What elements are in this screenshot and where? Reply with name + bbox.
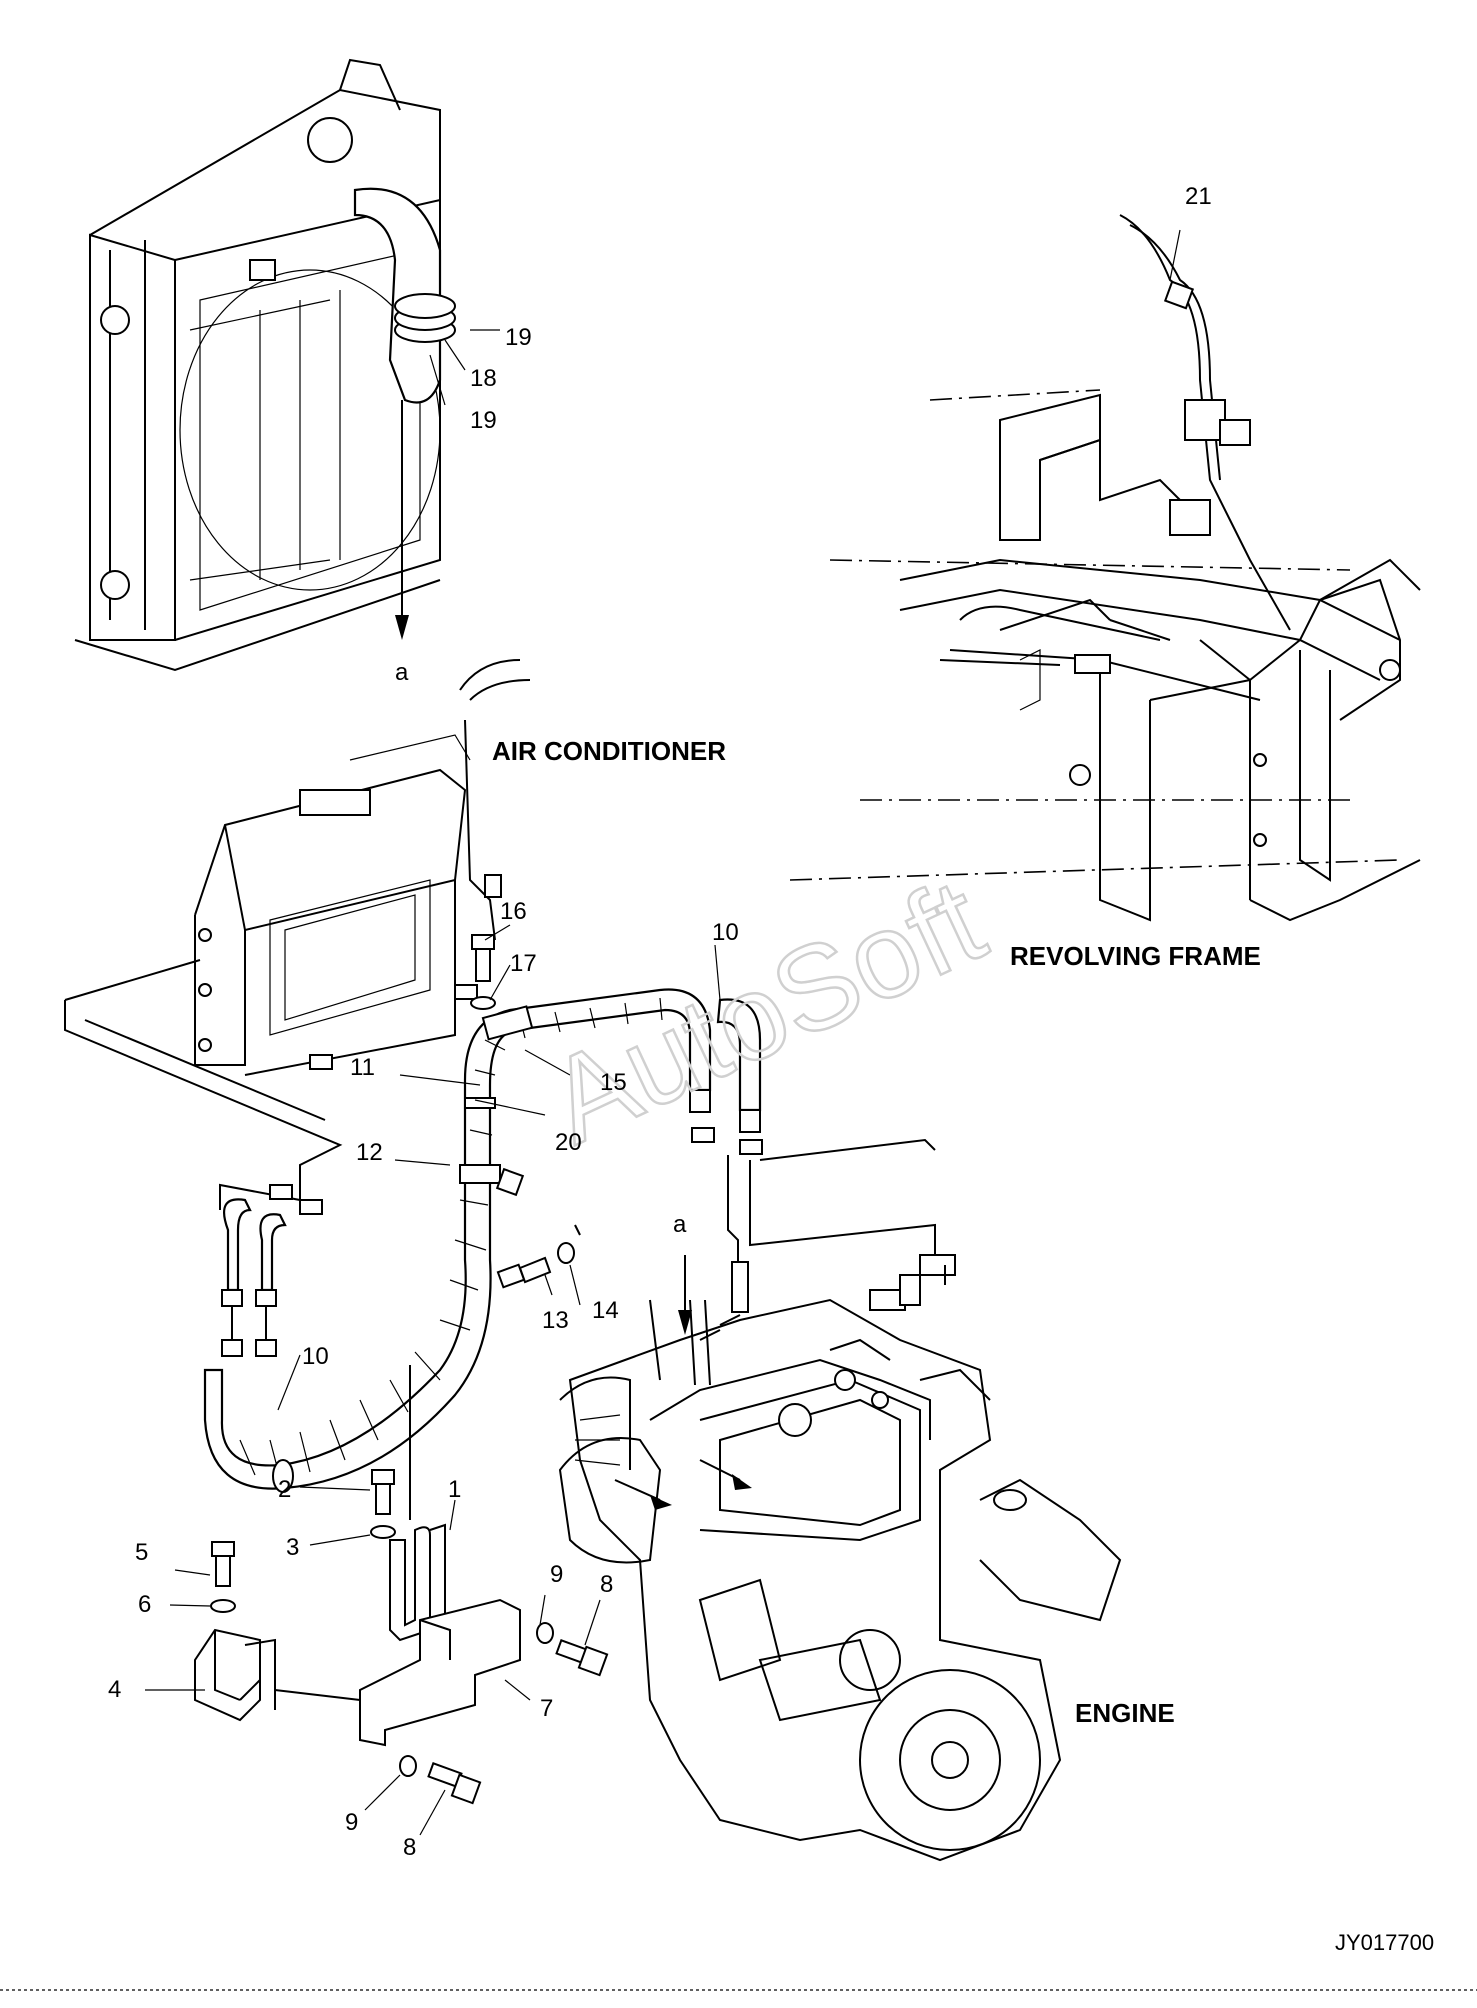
revolving-frame-title: REVOLVING FRAME [1010,941,1261,971]
leader-lines [145,229,1181,1836]
bolt-washer-13-14 [496,1224,581,1289]
air-conditioner-title: AIR CONDITIONER [492,736,726,766]
view-arrow-a-lower [678,1255,692,1335]
ac-lines-to-engine [727,1138,956,1313]
callout-21: 21 [1185,183,1212,210]
callout-13: 13 [542,1307,569,1334]
callout-16: 16 [500,898,527,925]
ac-pipe-routing [64,959,343,1210]
callout-1: 1 [448,1476,461,1503]
callout-7: 7 [540,1695,553,1722]
callout-20: 20 [555,1129,582,1156]
callout-11: 11 [350,1054,375,1081]
engine-assembly [558,1298,1122,1862]
callout-10-upper: 10 [712,919,739,946]
upper-radiator-hose [353,187,456,404]
callout-19-upper: 19 [505,324,532,351]
callout-12: 12 [356,1139,383,1166]
callout-17: 17 [510,950,537,977]
callout-5: 5 [135,1539,148,1566]
callout-19-lower: 19 [470,407,497,434]
air-conditioner-unit [194,659,531,1076]
bracket-1 [370,1469,446,1642]
callout-15: 15 [600,1069,627,1096]
radiator-assembly [74,58,441,672]
callout-6: 6 [138,1591,151,1618]
drawing-code: JY017700 [1335,1930,1434,1955]
callout-8-upper: 8 [600,1571,613,1598]
callout-8-lower: 8 [403,1834,416,1861]
callout-9-lower: 9 [345,1809,358,1836]
callout-18: 18 [470,365,497,392]
callout-9-upper: 9 [550,1561,563,1588]
view-marker-label: a [395,659,409,686]
callout-4: 4 [108,1676,121,1703]
engine-title: ENGINE [1075,1698,1175,1728]
bracket-4 [194,1541,276,1722]
bracket-7 [274,1365,609,1805]
callout-2: 2 [278,1476,291,1503]
callout-numbers: 21 19 18 19 16 17 10 15 11 20 12 13 14 1… [108,183,1212,1861]
view-marker-label-lower: a [673,1211,687,1238]
ac-hose-left [203,1168,492,1493]
revolving-frame [789,389,1421,922]
callout-14: 14 [592,1297,619,1324]
ac-hose-upper [459,988,763,1197]
view-arrow-a-upper: a [395,400,409,686]
callout-3: 3 [286,1534,299,1561]
wiring-harness-21 [939,214,1291,674]
callout-10-lower: 10 [302,1343,329,1370]
